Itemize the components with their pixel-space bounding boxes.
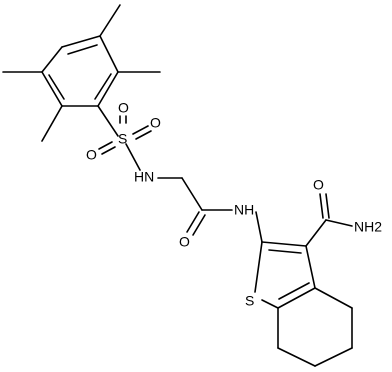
aryl-sulfur-bond: [97, 105, 119, 137]
thiophene-bond: [277, 287, 316, 309]
carboxamide-n-bond: [325, 219, 353, 227]
thiophene-bond: [261, 241, 307, 247]
cyclohexene-bond: [314, 347, 353, 367]
amide-nh-label: NH: [234, 202, 254, 218]
ring-double-bond: [94, 73, 112, 100]
ring-bond: [97, 71, 119, 107]
thiophene-bond: [305, 245, 316, 289]
sulfonyl-oxygen-label: O: [86, 147, 97, 163]
sulfonyl-oxygen-label: O: [118, 100, 129, 116]
sulfonyl-double-bond: [98, 141, 113, 150]
thiophene-sulfur-label: S: [245, 293, 254, 309]
ring-bond: [99, 35, 119, 73]
thiophene-bond: [254, 241, 263, 293]
ring-bond: [41, 71, 63, 107]
nh-thiophene-bond: [255, 211, 263, 243]
ch2-carbonyl-bond: [181, 177, 203, 211]
sulfonyl-double-bond: [101, 146, 116, 155]
ring-bond: [41, 46, 63, 73]
carbonyl-double-bond: [192, 214, 206, 236]
label-layer: O S O O HN O NH O NH2 S: [86, 100, 382, 309]
carboxamide-bond: [305, 219, 327, 247]
carboxamide-oxygen-label: O: [313, 177, 324, 193]
sulfur-nitrogen-bond: [125, 143, 141, 171]
carbonyl-double-bond: [186, 211, 200, 233]
thiophene-double-bond: [278, 282, 310, 300]
ring-double-bond: [67, 44, 98, 55]
methyl-bond: [99, 4, 121, 37]
sulfonyl-oxygen-label: O: [150, 115, 161, 131]
ring-double-bond: [48, 74, 65, 100]
thiophene-bond: [261, 299, 279, 309]
sulfonyl-double-bond: [132, 125, 149, 135]
sulfonyl-double-bond: [135, 130, 152, 140]
sulfonamide-nh-label: HN: [134, 169, 154, 185]
ring-bond: [61, 35, 101, 48]
thiophene-double-bond: [268, 249, 302, 254]
carboxamide-double-bond: [319, 193, 324, 219]
carboxamide-nh2-label: NH2: [354, 219, 382, 235]
cyclohexene-bond: [277, 347, 316, 367]
amide-oxygen-label: O: [179, 234, 190, 250]
sulfonyl-sulfur-label: S: [118, 131, 127, 147]
carboxamide-double-bond: [325, 193, 330, 219]
cyclohexene-bond: [314, 287, 353, 309]
bond-layer: [2, 4, 353, 367]
methyl-bond: [41, 105, 63, 142]
